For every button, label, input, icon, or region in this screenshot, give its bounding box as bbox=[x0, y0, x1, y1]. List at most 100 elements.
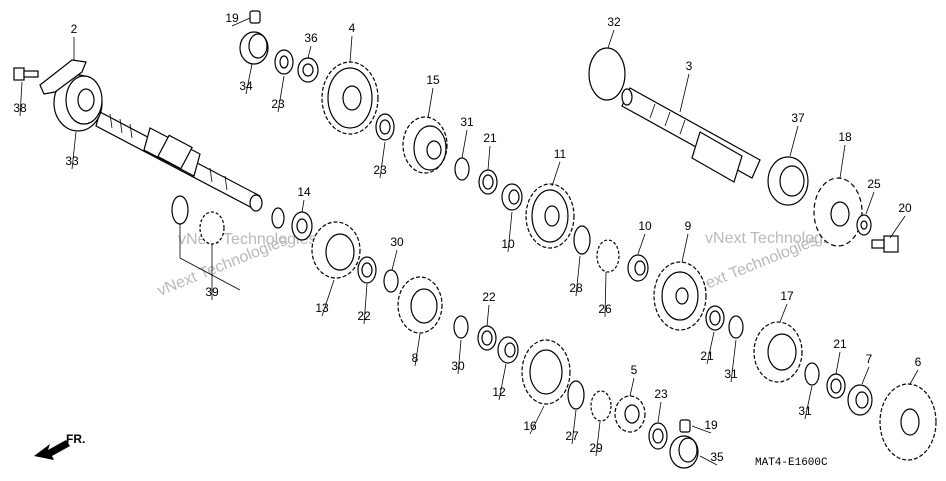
bushing-10b-shape bbox=[627, 254, 649, 282]
part-label-11: 11 bbox=[554, 147, 567, 161]
part-label-23: 23 bbox=[271, 97, 285, 111]
washer-23c-shape bbox=[648, 422, 668, 450]
part-label-31: 31 bbox=[460, 115, 474, 129]
part-label-5: 5 bbox=[631, 363, 638, 377]
leader-line-21 bbox=[706, 331, 715, 365]
gear-9-shape bbox=[653, 261, 707, 331]
diagram-code: MAT4-E1600C bbox=[755, 457, 828, 469]
leader-line-7 bbox=[861, 366, 870, 385]
part-label-31: 31 bbox=[724, 367, 738, 381]
leader-line-23 bbox=[657, 401, 662, 423]
bushing-7-shape bbox=[847, 384, 873, 416]
bushing-36-shape bbox=[297, 57, 319, 83]
leader-line-30 bbox=[457, 339, 462, 375]
part-label-13: 13 bbox=[315, 301, 329, 315]
part-label-19: 19 bbox=[225, 11, 239, 25]
washer-27-shape bbox=[567, 380, 585, 410]
countershaft-3-shape bbox=[621, 87, 761, 183]
part-label-27: 27 bbox=[565, 429, 579, 443]
part-label-29: 29 bbox=[589, 441, 603, 455]
part-label-30: 30 bbox=[390, 235, 404, 249]
part-label-36: 36 bbox=[304, 31, 318, 45]
part-label-16: 16 bbox=[523, 419, 537, 433]
gear-5-shape bbox=[614, 395, 646, 433]
watermark-3: vNext Technologies bbox=[705, 230, 843, 247]
leader-line-12 bbox=[498, 363, 507, 401]
part-label-39: 39 bbox=[205, 285, 219, 299]
leader-line-37 bbox=[789, 125, 799, 157]
part-label-22: 22 bbox=[482, 290, 496, 304]
front-direction-arrow: FR. bbox=[34, 432, 85, 460]
part-label-25: 25 bbox=[867, 177, 881, 191]
part-label-37: 37 bbox=[791, 111, 805, 125]
snap-ring-31b-shape bbox=[728, 315, 744, 339]
leader-line-15 bbox=[427, 87, 434, 119]
bushing-14-shape bbox=[291, 211, 313, 241]
lock-washer-29-shape bbox=[590, 390, 612, 422]
leader-line-9 bbox=[681, 233, 689, 263]
bushing-12-shape bbox=[497, 336, 519, 364]
washer-21c-shape bbox=[826, 373, 846, 399]
washer-22b-shape bbox=[477, 325, 497, 351]
snap-ring-31c-shape bbox=[804, 362, 820, 386]
part-label-32: 32 bbox=[607, 15, 621, 29]
leader-line-35 bbox=[699, 455, 718, 466]
part-label-19: 19 bbox=[704, 418, 718, 432]
part-label-17: 17 bbox=[780, 289, 794, 303]
bearing-34-shape bbox=[239, 31, 269, 65]
leader-line-3 bbox=[679, 73, 690, 113]
bolt-20-shape bbox=[871, 235, 899, 253]
leader-line-5 bbox=[629, 377, 635, 397]
part-label-28: 28 bbox=[569, 281, 583, 295]
part-label-34: 34 bbox=[239, 79, 253, 93]
part-label-7: 7 bbox=[866, 352, 873, 366]
leader-line-16 bbox=[529, 405, 545, 435]
snap-ring-30a-shape bbox=[383, 269, 399, 293]
part-label-23: 23 bbox=[373, 163, 387, 177]
leader-line-23 bbox=[277, 75, 285, 113]
setting-plate-2-shape bbox=[39, 59, 87, 95]
leader-line-34 bbox=[245, 63, 253, 95]
part-label-14: 14 bbox=[297, 185, 311, 199]
leader-line-36 bbox=[307, 45, 312, 59]
part-label-23: 23 bbox=[654, 387, 668, 401]
leader-line-17 bbox=[779, 303, 788, 323]
gear-6-shape bbox=[879, 383, 937, 461]
washer-21b-shape bbox=[705, 305, 725, 331]
leader-line-18 bbox=[839, 144, 846, 179]
oil-seal-37-shape bbox=[767, 156, 809, 206]
part-label-38: 38 bbox=[13, 101, 27, 115]
gear-13-shape bbox=[311, 221, 361, 279]
part-label-10: 10 bbox=[501, 237, 515, 251]
leader-line-33 bbox=[71, 131, 77, 170]
part-label-2: 2 bbox=[71, 22, 78, 36]
leader-line-22 bbox=[363, 283, 368, 325]
gear-8-shape bbox=[397, 276, 443, 334]
part-label-21: 21 bbox=[700, 349, 714, 363]
leader-line-31 bbox=[730, 339, 737, 383]
snap-ring-30b-shape bbox=[453, 315, 469, 339]
washer-25-shape bbox=[856, 214, 872, 236]
leader-line-27 bbox=[571, 409, 577, 445]
gear-15-shape bbox=[402, 116, 448, 174]
part-label-21: 21 bbox=[483, 131, 497, 145]
leader-line-31 bbox=[804, 385, 813, 420]
bushing-10a-shape bbox=[501, 183, 523, 211]
part-label-12: 12 bbox=[492, 385, 506, 399]
collar-19-shape bbox=[249, 10, 261, 24]
leader-line-11 bbox=[551, 161, 561, 187]
snap-ring-31a-shape bbox=[454, 157, 470, 181]
part-label-4: 4 bbox=[349, 21, 356, 35]
part-label-3: 3 bbox=[686, 59, 693, 73]
leader-line-21 bbox=[487, 145, 491, 171]
collar-19b-shape bbox=[679, 419, 691, 433]
part-label-8: 8 bbox=[412, 351, 419, 365]
leader-line-10 bbox=[507, 211, 513, 253]
leader-line-4 bbox=[349, 35, 353, 63]
part-label-10: 10 bbox=[638, 219, 652, 233]
leader-line-8 bbox=[414, 333, 421, 367]
washer-23a-shape bbox=[274, 49, 294, 75]
washer-23b-shape bbox=[375, 113, 395, 141]
part-label-20: 20 bbox=[898, 201, 912, 215]
bolt-38-shape bbox=[13, 67, 39, 81]
